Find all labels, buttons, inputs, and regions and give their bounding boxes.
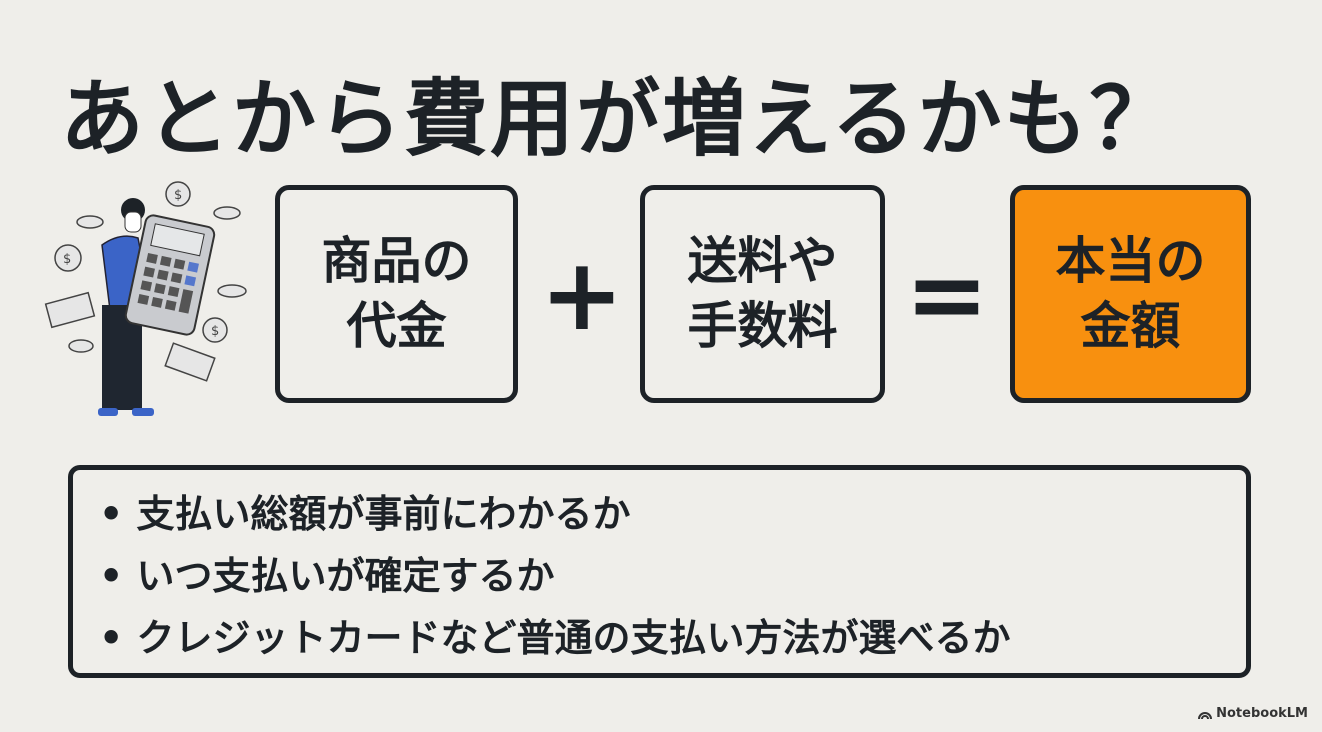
plus-sign: +	[540, 236, 624, 353]
product-price-box: 商品の代金	[275, 185, 518, 403]
notebooklm-logo-icon	[1198, 711, 1213, 719]
term2-line2: 手数料	[687, 297, 838, 355]
term2-line1: 送料や	[687, 232, 838, 290]
term1-line2: 代金	[346, 297, 447, 355]
svg-text:$: $	[63, 252, 71, 267]
equals-sign: =	[905, 236, 989, 353]
checklist: 支払い総額が事前にわかるか いつ支払いが確定するか クレジットカードなど普通の支…	[68, 465, 1251, 678]
watermark: NotebookLM	[1198, 706, 1308, 721]
coin-icon	[165, 181, 191, 207]
watermark-text: NotebookLM	[1216, 706, 1308, 721]
checklist-item: クレジットカードなど普通の支払い方法が選べるか	[99, 608, 1246, 670]
checklist-item: 支払い総額が事前にわかるか	[99, 484, 1246, 546]
fees-box: 送料や手数料	[640, 185, 885, 403]
result-line2: 金額	[1080, 297, 1181, 355]
slide-title: あとから費用が増えるかも？	[60, 70, 1176, 168]
person-with-calculator-illustration: $ $ $	[44, 181, 247, 416]
coin-icon	[202, 317, 228, 343]
result-line1: 本当の	[1055, 232, 1206, 290]
svg-text:$: $	[211, 324, 219, 339]
svg-text:$: $	[174, 188, 182, 203]
true-total-box: 本当の金額	[1010, 185, 1251, 403]
coin-icon	[54, 244, 82, 272]
checklist-item: いつ支払いが確定するか	[99, 546, 1246, 608]
term1-line1: 商品の	[321, 232, 472, 290]
